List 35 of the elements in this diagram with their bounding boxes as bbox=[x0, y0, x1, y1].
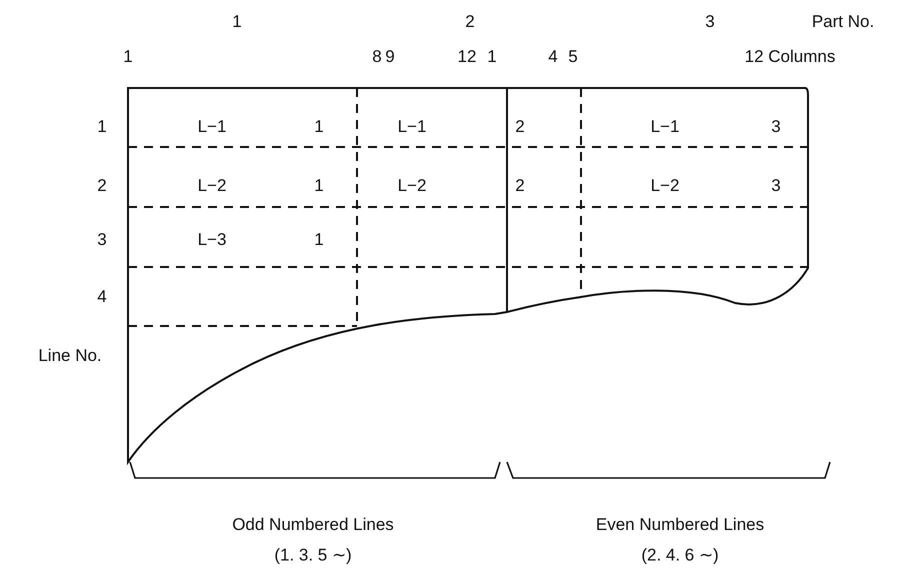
cell-text: 1 bbox=[314, 117, 324, 137]
bracket-label: (2. 4. 6 ∼) bbox=[641, 544, 719, 566]
bracket-label: Odd Numbered Lines bbox=[232, 515, 394, 535]
line-number: 3 bbox=[97, 230, 107, 250]
column-number: 2 bbox=[465, 12, 475, 32]
line-number: 2 bbox=[97, 176, 107, 196]
column-number: 5 bbox=[568, 47, 578, 67]
column-number: 4 bbox=[548, 47, 558, 67]
column-number: 12 bbox=[458, 47, 476, 67]
cell-text: 1 bbox=[314, 230, 324, 250]
cell-text: L−1 bbox=[198, 117, 226, 137]
column-number: 8 bbox=[372, 47, 382, 67]
cell-text: L−2 bbox=[650, 176, 680, 196]
cell-text: L−2 bbox=[398, 176, 426, 196]
line-number: 4 bbox=[97, 287, 107, 307]
column-number: 1 bbox=[487, 47, 497, 67]
cell-text: 2 bbox=[515, 117, 525, 137]
column-number: 1 bbox=[232, 12, 242, 32]
column-number: 3 bbox=[705, 12, 715, 32]
cell-text: L−1 bbox=[650, 117, 680, 137]
axis-title: 12 Columns bbox=[744, 47, 836, 67]
line-number: 1 bbox=[97, 117, 107, 137]
column-number: 9 bbox=[385, 47, 395, 67]
cell-text: 3 bbox=[771, 176, 781, 196]
cell-text: L−3 bbox=[198, 230, 226, 250]
cell-text: 2 bbox=[515, 176, 525, 196]
cell-text: L−2 bbox=[198, 176, 226, 196]
bracket-label: Even Numbered Lines bbox=[596, 515, 764, 535]
cell-text: 1 bbox=[314, 176, 324, 196]
column-number: 1 bbox=[123, 47, 133, 67]
axis-title: Line No. bbox=[38, 346, 102, 366]
bracket-label: (1. 3. 5 ∼) bbox=[274, 544, 352, 566]
axis-title: Part No. bbox=[812, 12, 874, 32]
cell-text: L−1 bbox=[398, 117, 426, 137]
cell-text: 3 bbox=[771, 117, 781, 137]
